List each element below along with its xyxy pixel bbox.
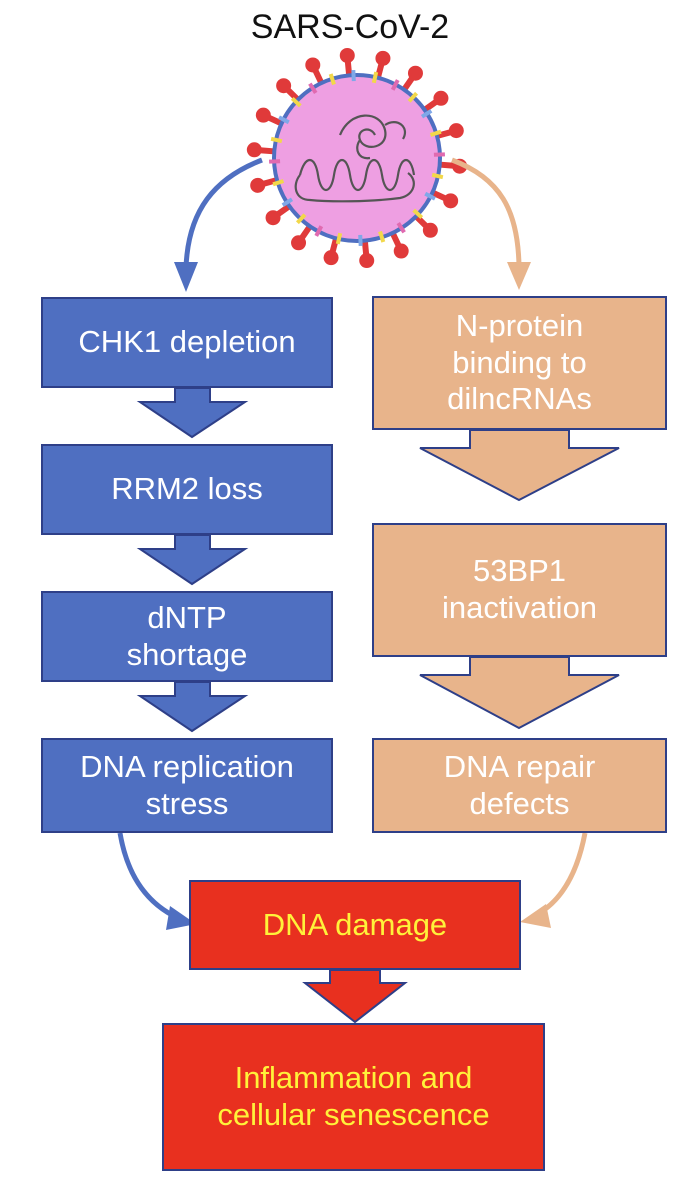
virus-membrane-protein: [431, 172, 444, 180]
virus-membrane-protein: [328, 73, 336, 86]
virus-spike-head: [291, 235, 307, 251]
virus-membrane-protein: [378, 230, 386, 243]
block-arrow-right-1: [419, 429, 620, 502]
virus-membrane-protein: [272, 179, 285, 187]
box-dntp-shortage: dNTP shortage: [41, 591, 333, 682]
virus-spike-head: [276, 78, 292, 94]
box-dna-repair-defects: DNA repair defects: [372, 738, 667, 833]
virus-spike-head: [339, 47, 355, 63]
virus-spike-head: [407, 65, 423, 81]
virus-membrane-protein: [281, 197, 294, 207]
box-n-protein-binding: N-protein binding to dilncRNAs: [372, 296, 667, 430]
box-53bp1-inactivation: 53BP1 inactivation: [372, 523, 667, 657]
virus-membrane-protein: [270, 136, 283, 144]
virus-spike-head: [323, 250, 339, 266]
virus-membrane-protein: [335, 232, 343, 245]
virus-rna-strand: [294, 114, 416, 203]
virus-membrane-protein: [412, 208, 424, 220]
box-dna-damage: DNA damage: [189, 880, 521, 970]
box-rrm2-loss: RRM2 loss: [41, 444, 333, 535]
virus-membrane-protein: [420, 109, 433, 119]
arrow-virus-to-left: [183, 157, 263, 269]
box-chk1-depletion: CHK1 depletion: [41, 297, 333, 388]
virus-membrane-protein: [371, 71, 379, 84]
virus-spike-head: [246, 142, 262, 158]
box-inflammation-senescence: Inflammation and cellular senescence: [162, 1023, 545, 1171]
virus-membrane-protein: [396, 221, 406, 234]
virus-spike-head: [433, 90, 449, 106]
virus-spike-head: [305, 57, 321, 73]
block-arrow-outcome: [302, 969, 408, 1024]
virus-membrane-protein: [407, 91, 419, 103]
virus-spike-head: [255, 107, 271, 123]
arrow-right-to-damage: [534, 832, 588, 918]
virus-membrane-protein: [429, 129, 442, 137]
virus-membrane-protein: [314, 225, 324, 237]
box-dna-replication-stress: DNA replication stress: [41, 738, 333, 833]
virus-spike-head: [359, 253, 375, 269]
block-arrow-left-3: [136, 681, 249, 733]
virus-spike-head: [443, 193, 459, 209]
virus-membrane-protein: [290, 96, 302, 108]
arrow-right-to-damage-head: [520, 904, 551, 928]
virus-spike-head: [448, 123, 464, 139]
virus-membrane-protein: [308, 82, 318, 95]
virus-membrane-protein: [278, 115, 290, 125]
block-arrow-left-2: [136, 534, 249, 586]
virus-spike-head: [422, 222, 438, 238]
arrow-virus-to-right: [451, 157, 522, 267]
arrow-left-to-damage-head: [166, 906, 196, 930]
virus-spike-head: [393, 243, 409, 259]
virus-spike-head: [375, 50, 391, 66]
virus-membrane-proteins: [268, 69, 446, 247]
arrow-virus-to-right-head: [507, 262, 531, 290]
virus-membrane-protein: [390, 79, 400, 91]
virus-membrane-protein: [295, 213, 307, 225]
block-arrow-left-1: [136, 387, 249, 439]
arrow-virus-to-left-head: [174, 262, 198, 292]
virus-spike-head: [250, 177, 266, 193]
block-arrow-right-2: [419, 656, 620, 730]
diagram-title: SARS-CoV-2: [250, 8, 450, 46]
virus-membrane-protein: [424, 191, 436, 201]
arrow-left-to-damage: [117, 832, 180, 921]
virus-spike-head: [265, 210, 281, 226]
